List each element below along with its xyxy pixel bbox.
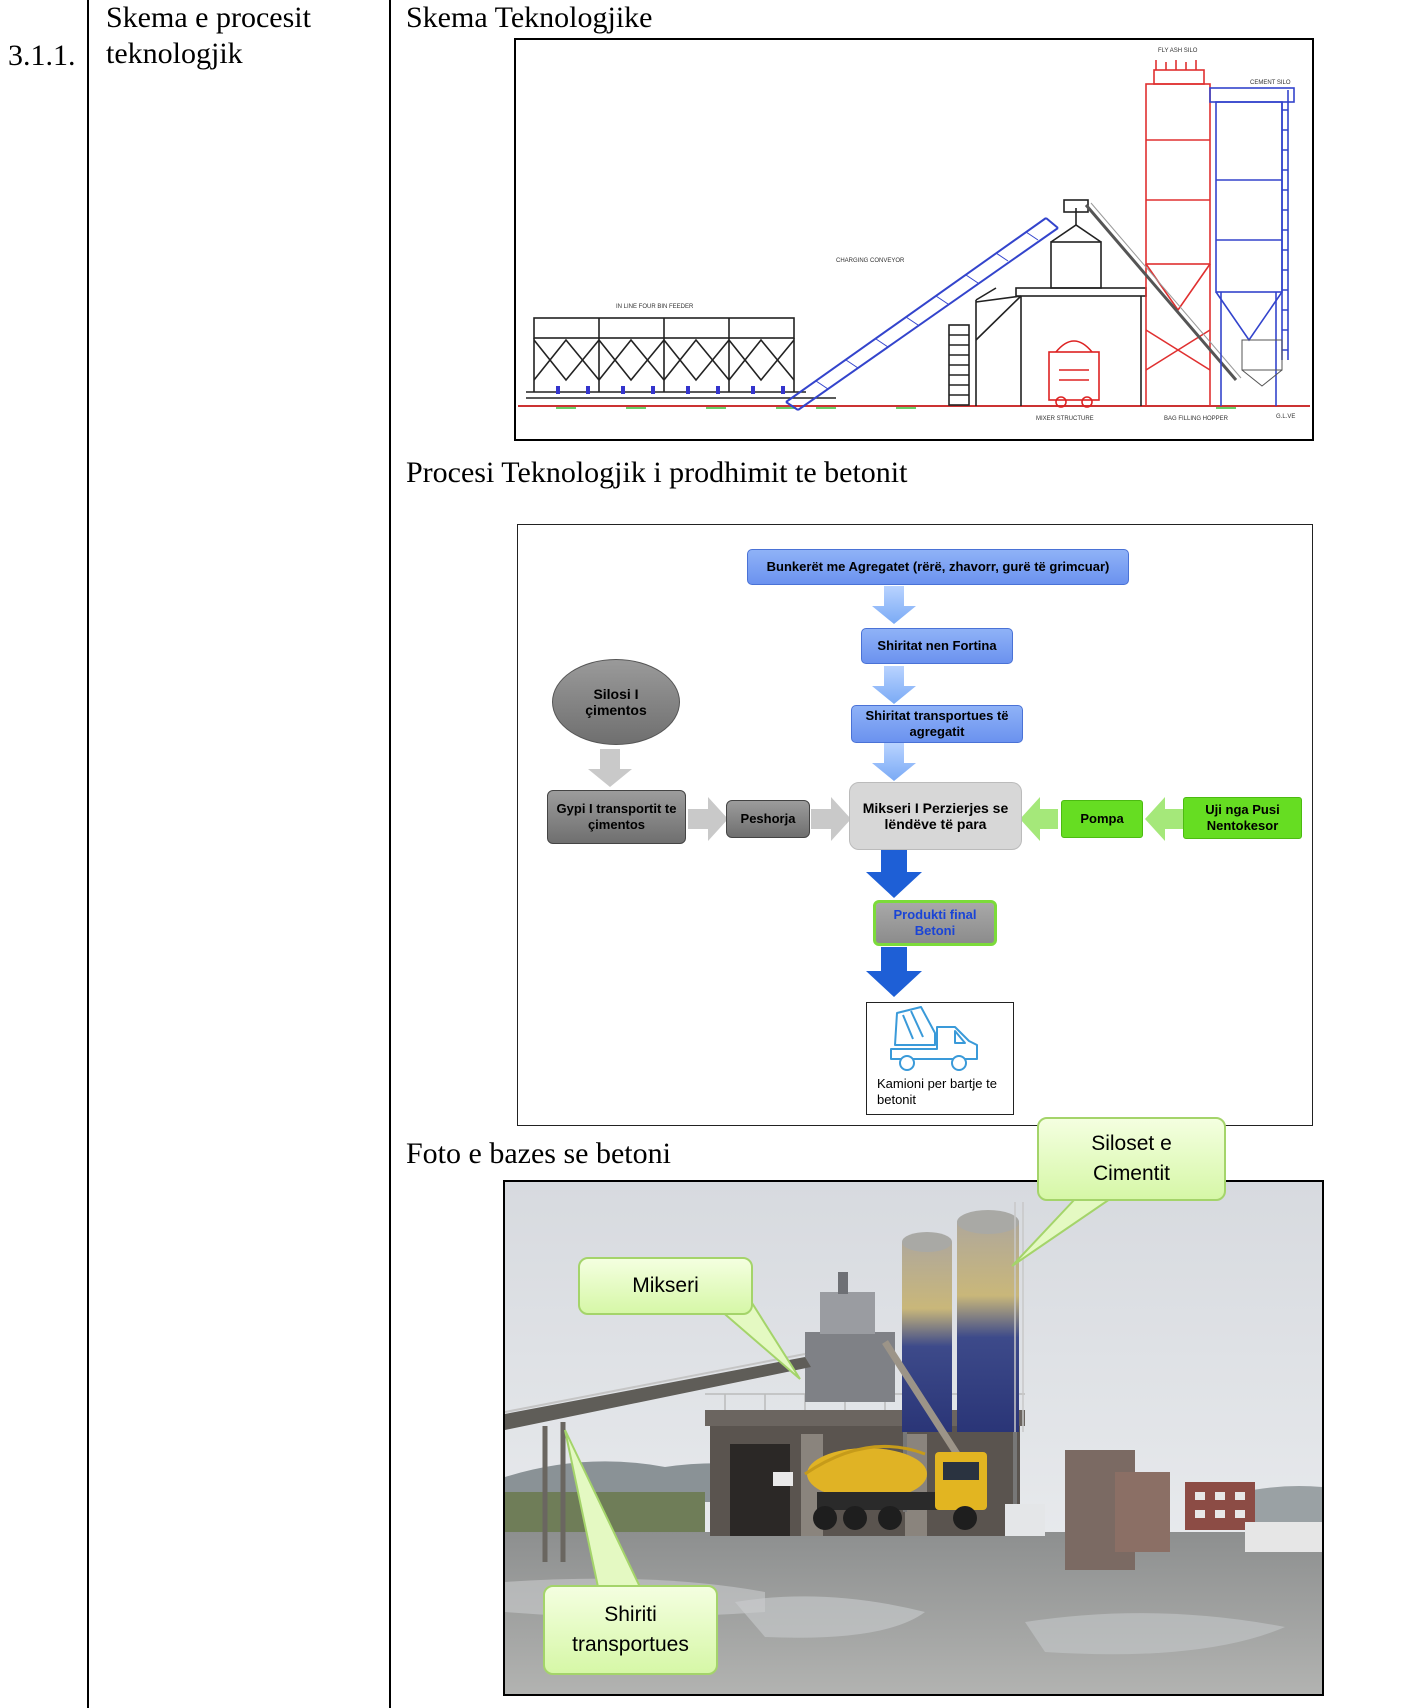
callout-belt: Shiriti transportues [543,1585,718,1675]
table-border-left [87,0,89,1708]
arrow-down-truck [866,947,922,997]
callout-cement-silos-text: Siloset e Cimentit [1091,1132,1172,1185]
node-mixer: Mikseri I Perzierjes se lëndëve të para [849,782,1022,850]
node-belts-under: Shiritat nen Fortina [861,628,1013,664]
row-heading-line2: teknologjik [106,37,243,70]
table-border-middle [389,0,391,1708]
process-title: Procesi Teknologjik i prodhimit te beton… [406,456,908,489]
label-ground-level: G.L.VE [1276,414,1295,420]
callout-mixer: Mikseri [578,1257,753,1315]
callout-cement-silos: Siloset e Cimentit [1037,1117,1226,1201]
node-water: Uji nga Pusi Nentokesor [1183,797,1302,839]
node-cement-silo: Silosi I çimentos [552,659,680,745]
row-heading-line1: Skema e procesit [106,1,311,34]
node-bunkers: Bunkerët me Agregatet (rërë, zhavorr, gu… [747,549,1129,585]
node-pump: Pompa [1061,800,1143,838]
label-cement-silo: CEMENT SILO [1250,80,1291,86]
schema-title: Skema Teknologjike [406,1,653,34]
label-bag-filling: BAG FILLING HOPPER [1164,416,1229,422]
photo-title: Foto e bazes se betoni [406,1137,671,1170]
technological-scheme-drawing: IN LINE FOUR BIN FEEDER CHARGING CONVEYO… [514,38,1314,441]
arrow-left-pump [1020,797,1058,841]
node-final-product: Produkti final Betoni [873,900,997,946]
node-scale: Peshorja [726,800,810,838]
label-feeder: IN LINE FOUR BIN FEEDER [616,304,694,310]
plant-elevation-svg: IN LINE FOUR BIN FEEDER CHARGING CONVEYO… [518,48,1310,422]
process-flowchart: Bunkerët me Agregatet (rërë, zhavorr, gu… [517,524,1313,1126]
concrete-truck-icon [890,1006,978,1071]
label-conveyor: CHARGING CONVEYOR [836,258,905,264]
node-truck: Kamioni per bartje te betonit [866,1002,1014,1115]
arrow-down-1 [872,586,916,624]
node-belts-transport: Shiritat transportues të agregatit [851,705,1023,743]
arrow-down-silo [588,749,632,787]
arrow-left-water [1145,797,1183,841]
label-fly-ash-silo: FLY ASH SILO [1158,48,1198,54]
arrow-down-2 [872,666,916,704]
callout-belt-text: Shiriti transportues [572,1603,689,1656]
row-number: 3.1.1. [8,39,76,72]
label-mixer-structure: MIXER STRUCTURE [1036,416,1094,422]
callout-mixer-text: Mikseri [632,1274,699,1297]
arrow-right-pipe [688,797,728,841]
node-cement-pipe: Gypi I transportit te çimentos [547,790,686,844]
arrow-right-scale [811,797,851,841]
flowchart-arrows [588,586,1183,997]
arrow-down-3 [872,743,916,781]
truck-caption: Kamioni per bartje te betonit [877,1076,997,1107]
arrow-down-product [866,848,922,898]
